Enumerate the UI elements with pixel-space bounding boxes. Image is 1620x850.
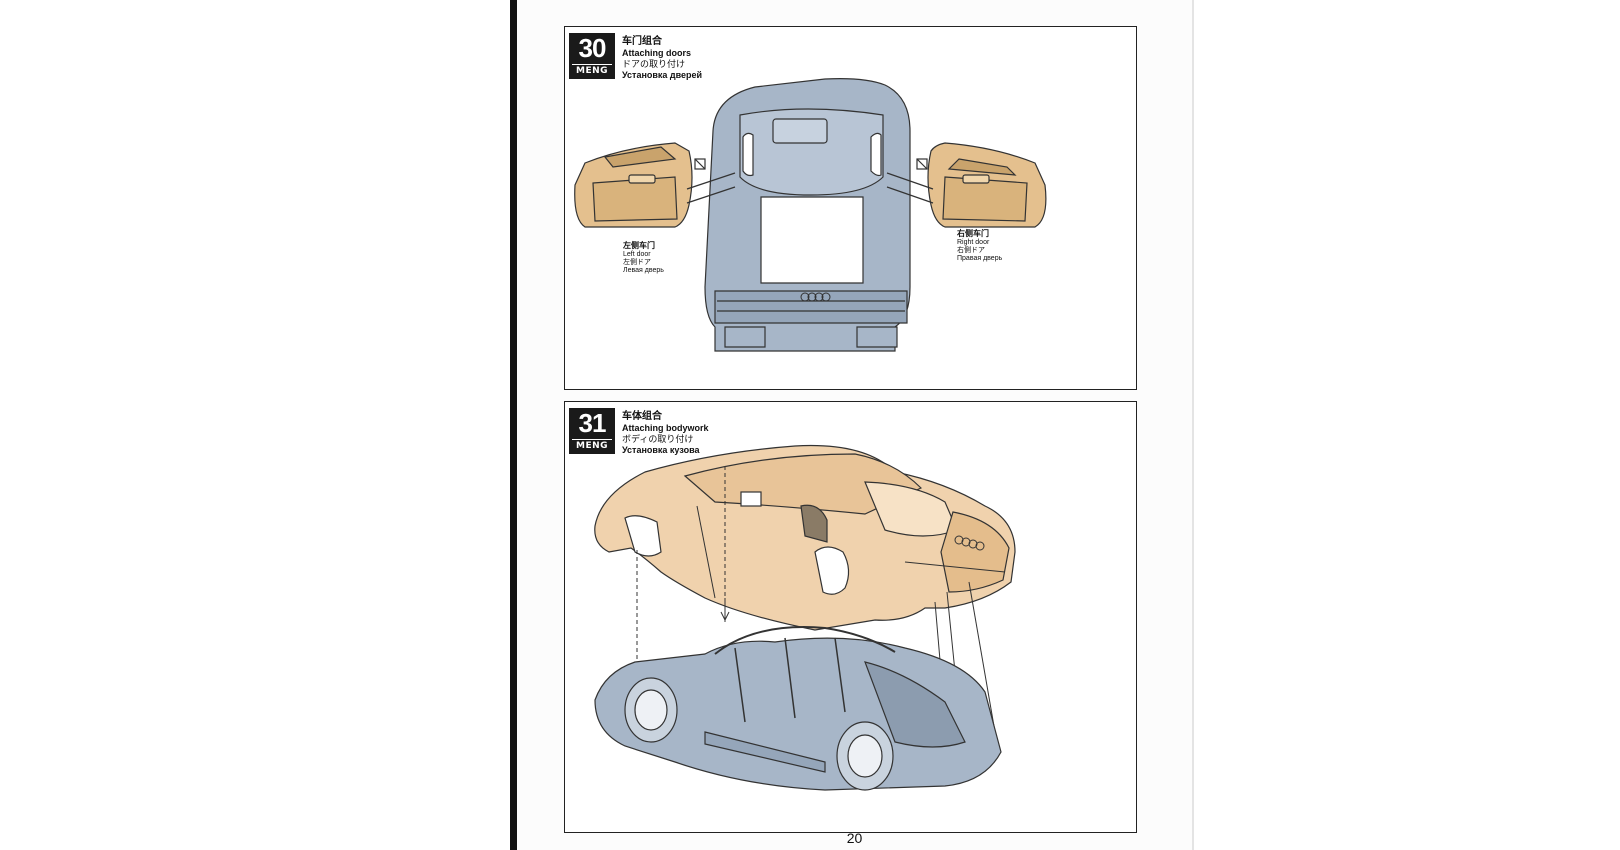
scan-right-edge bbox=[1192, 0, 1194, 850]
left-door-part bbox=[574, 142, 693, 228]
title-zh: 车门组合 bbox=[622, 36, 662, 47]
right-door-part bbox=[927, 142, 1047, 228]
left-door-arrows bbox=[686, 158, 736, 204]
title-ru: Установка дверей bbox=[622, 70, 703, 80]
title-en: Attaching doors bbox=[622, 48, 691, 58]
left-door-label: 左侧车门 Left door 左側ドア Левая дверь bbox=[623, 241, 664, 275]
left-door-ru: Левая дверь bbox=[623, 267, 664, 274]
step-number: 30 bbox=[578, 33, 607, 63]
body-shell-part bbox=[594, 444, 1016, 631]
title-ru: Установка кузова bbox=[622, 445, 700, 455]
instruction-page: 30 MENG 车门组合 Attaching doors ドアの取り付け Уст… bbox=[517, 0, 1192, 850]
step-number: 31 bbox=[578, 408, 607, 438]
left-door-ja: 左側ドア bbox=[623, 259, 651, 266]
right-door-label: 右侧车门 Right door 右側ドア Правая дверь bbox=[957, 229, 1002, 263]
title-en: Attaching bodywork bbox=[622, 423, 709, 433]
brand-logo: MENG bbox=[572, 439, 612, 452]
car-body-top-view bbox=[704, 78, 911, 352]
scan-left-edge bbox=[510, 0, 517, 850]
step-title: 车门组合 Attaching doors ドアの取り付け Установка д… bbox=[622, 35, 702, 81]
step-badge-31: 31 MENG bbox=[569, 408, 615, 454]
doors-illustration bbox=[574, 78, 1047, 352]
left-door-en: Left door bbox=[623, 251, 651, 258]
title-ja: ドアの取り付け bbox=[622, 59, 686, 69]
right-door-zh: 右侧车门 bbox=[957, 229, 989, 238]
chassis-part bbox=[594, 626, 1002, 791]
step-30-panel: 30 MENG 车门组合 Attaching doors ドアの取り付け Уст… bbox=[564, 26, 1137, 390]
bodywork-illustration bbox=[594, 444, 1016, 791]
title-zh: 车体组合 bbox=[622, 411, 662, 422]
step-title: 车体组合 Attaching bodywork ボディの取り付け Установ… bbox=[622, 410, 709, 456]
step-31-panel: 31 MENG 车体组合 Attaching bodywork ボディの取り付け… bbox=[564, 401, 1137, 833]
step-badge-30: 30 MENG bbox=[569, 33, 615, 79]
right-door-en: Right door bbox=[957, 239, 990, 246]
right-door-ja: 右側ドア bbox=[957, 247, 985, 254]
right-door-arrows bbox=[886, 158, 934, 204]
right-door-ru: Правая дверь bbox=[957, 255, 1003, 262]
left-door-zh: 左侧车门 bbox=[623, 241, 655, 250]
page-number: 20 bbox=[846, 830, 863, 846]
title-ja: ボディの取り付け bbox=[622, 434, 694, 444]
brand-logo: MENG bbox=[572, 64, 612, 77]
